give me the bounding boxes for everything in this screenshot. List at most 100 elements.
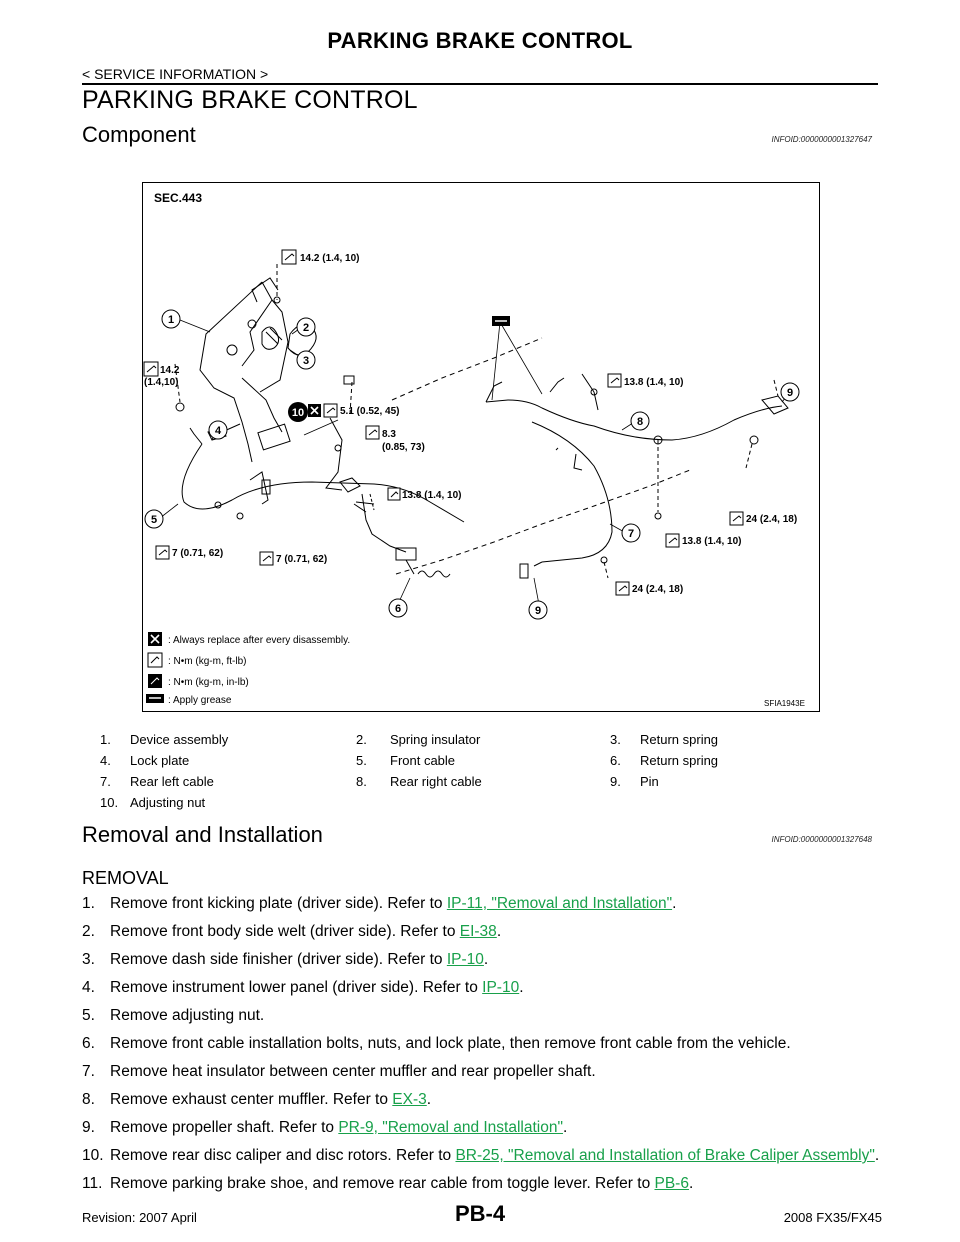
removal-step: 8. Remove exhaust center muffler. Refer t… [82,1090,882,1110]
svg-text:7: 7 [628,528,634,540]
step-reference-link[interactable]: EI-38 [459,923,497,940]
step-number: 2. [82,923,95,940]
callout-5: 5 [144,509,164,529]
step-reference-link[interactable]: PB-6 [654,1175,689,1192]
step-punctuation: . [426,1091,432,1108]
step-number: 10. [82,1147,104,1164]
step-number: 5. [82,1007,95,1024]
figure-legend: : Always replace after every disassembly… [146,632,350,706]
page-header-title: PARKING BRAKE CONTROL [327,28,633,53]
step-text: Remove front cable installation bolts, n… [110,1035,791,1052]
grease-icon [492,316,510,326]
step-number: 8. [82,1091,95,1108]
torque-wrench-icon [281,249,297,265]
svg-text:14.2: 14.2 [160,365,180,376]
step-text: Remove heat insulator between center muf… [110,1063,596,1080]
svg-text:1: 1 [168,314,174,326]
svg-text:4: 4 [215,425,222,437]
torque-wrench-icon-filled [148,674,162,688]
footer-page-number: PB-4 [454,1201,506,1226]
step-text: Remove propeller shaft. Refer to [110,1119,339,1136]
svg-text:: N•m (kg-m, in-lb): : N•m (kg-m, in-lb) [168,677,249,688]
callout-1: 1 [161,309,181,329]
removal-step: 11.Remove parking brake shoe, and remove… [82,1174,882,1194]
torque-wrench-icon [259,551,274,566]
svg-text:9: 9 [787,387,793,399]
replace-icon [308,404,321,417]
removal-step: 5. Remove adjusting nut. [82,1006,882,1026]
svg-text:7 (0.71, 62): 7 (0.71, 62) [172,548,223,559]
component-diagram: SEC.443 [142,182,820,712]
torque-wrench-icon [365,425,380,440]
callout-9-bottom: 9 [528,600,548,620]
step-text: Remove instrument lower panel (driver si… [110,979,483,996]
parts-row: 7. Rear left cable 8. Rear right cable 9… [100,774,659,789]
removal-step: 1. Remove front kicking plate (driver sid… [82,894,882,914]
svg-text:2: 2 [303,322,309,334]
torque-wrench-icon [729,511,744,526]
step-reference-link[interactable]: BR-25, "Removal and Installation of Brak… [455,1147,875,1164]
removal-step: 4.Remove instrument lower panel (driver … [82,978,882,998]
callout-3: 3 [296,350,316,370]
svg-text:10: 10 [292,407,304,419]
svg-text:13.8 (1.4, 10): 13.8 (1.4, 10) [682,536,741,547]
svg-text:14.2 (1.4, 10): 14.2 (1.4, 10) [300,253,359,264]
step-reference-link[interactable]: PR-9, "Removal and Installation" [338,1119,563,1136]
svg-text:5.1 (0.52, 45): 5.1 (0.52, 45) [340,406,399,417]
step-punctuation: . [496,923,502,940]
sec-label: SEC.443 [154,191,202,205]
svg-text:8.3: 8.3 [382,429,396,440]
step-punctuation: . [874,1147,880,1164]
svg-text:: Apply grease: : Apply grease [168,695,232,706]
step-text: Remove rear disc caliper and disc rotors… [110,1147,456,1164]
step-number: 1. [82,895,95,912]
replace-icon [148,632,162,646]
step-number: 7. [82,1063,95,1080]
component-heading: Component [82,122,196,147]
removal-step: 7. Remove heat insulator between center m… [82,1062,882,1082]
callout-8: 8 [630,411,650,431]
part-callouts: 1 2 3 4 5 6 7 8 9 9 10 [144,309,800,620]
svg-text:: Always replace after every d: : Always replace after every disassembly… [168,635,350,646]
svg-text:24 (2.4, 18): 24 (2.4, 18) [746,514,797,525]
parts-row: 10. Adjusting nut [100,795,206,810]
callout-4: 4 [208,420,228,440]
step-punctuation: . [562,1119,568,1136]
svg-text:(1.4,10): (1.4,10) [144,377,178,388]
torque-wrench-icon [155,545,170,560]
removal-subheading: REMOVAL [82,868,169,888]
torque-wrench-icon [607,373,622,388]
torque-labels: 14.2 (1.4, 10) 14.2 (1.4,10) 5.1 (0.52, … [143,249,797,596]
footer-model: 2008 FX35/FX45 [783,1210,882,1225]
step-punctuation: . [519,979,524,996]
parts-row: 4. Lock plate 5. Front cable 6. Return s… [100,753,719,768]
torque-wrench-icon [323,403,338,418]
step-reference-link[interactable]: IP-11, "Removal and Installation" [446,895,673,912]
step-number: 11. [82,1175,103,1192]
grease-icon [146,694,164,703]
step-number: 3. [82,951,95,968]
removal-infoid: INFOID:0000000001327648 [771,835,872,844]
step-punctuation: . [483,951,489,968]
step-reference-link[interactable]: EX-3 [392,1091,427,1108]
svg-text:13.8 (1.4, 10): 13.8 (1.4, 10) [402,490,461,501]
step-reference-link[interactable]: IP-10 [446,951,484,968]
step-reference-link[interactable]: IP-10 [482,979,520,996]
callout-10: 10 [288,402,308,422]
removal-heading: Removal and Installation [82,822,323,847]
removal-steps: 1. Remove front kicking plate (driver sid… [82,894,882,1202]
step-text: Remove adjusting nut. [110,1007,265,1024]
footer-revision: Revision: 2007 April [82,1210,197,1225]
section-label: < SERVICE INFORMATION > [82,66,269,82]
step-text: Remove front kicking plate (driver side)… [110,895,447,912]
removal-step: 10. Remove rear disc caliper and disc rot… [82,1146,882,1166]
svg-text:6: 6 [395,603,401,615]
callout-6: 6 [388,598,408,618]
svg-text:(0.85, 73): (0.85, 73) [382,442,425,453]
header-rule [82,83,878,85]
removal-step: 6.Remove front cable installation bolts,… [82,1034,882,1054]
torque-wrench-icon [387,487,401,501]
step-punctuation: . [688,1175,694,1192]
step-text: Remove exhaust center muffler. Refer to [110,1091,393,1108]
removal-step: 2.Remove front body side welt (driver si… [82,922,882,942]
